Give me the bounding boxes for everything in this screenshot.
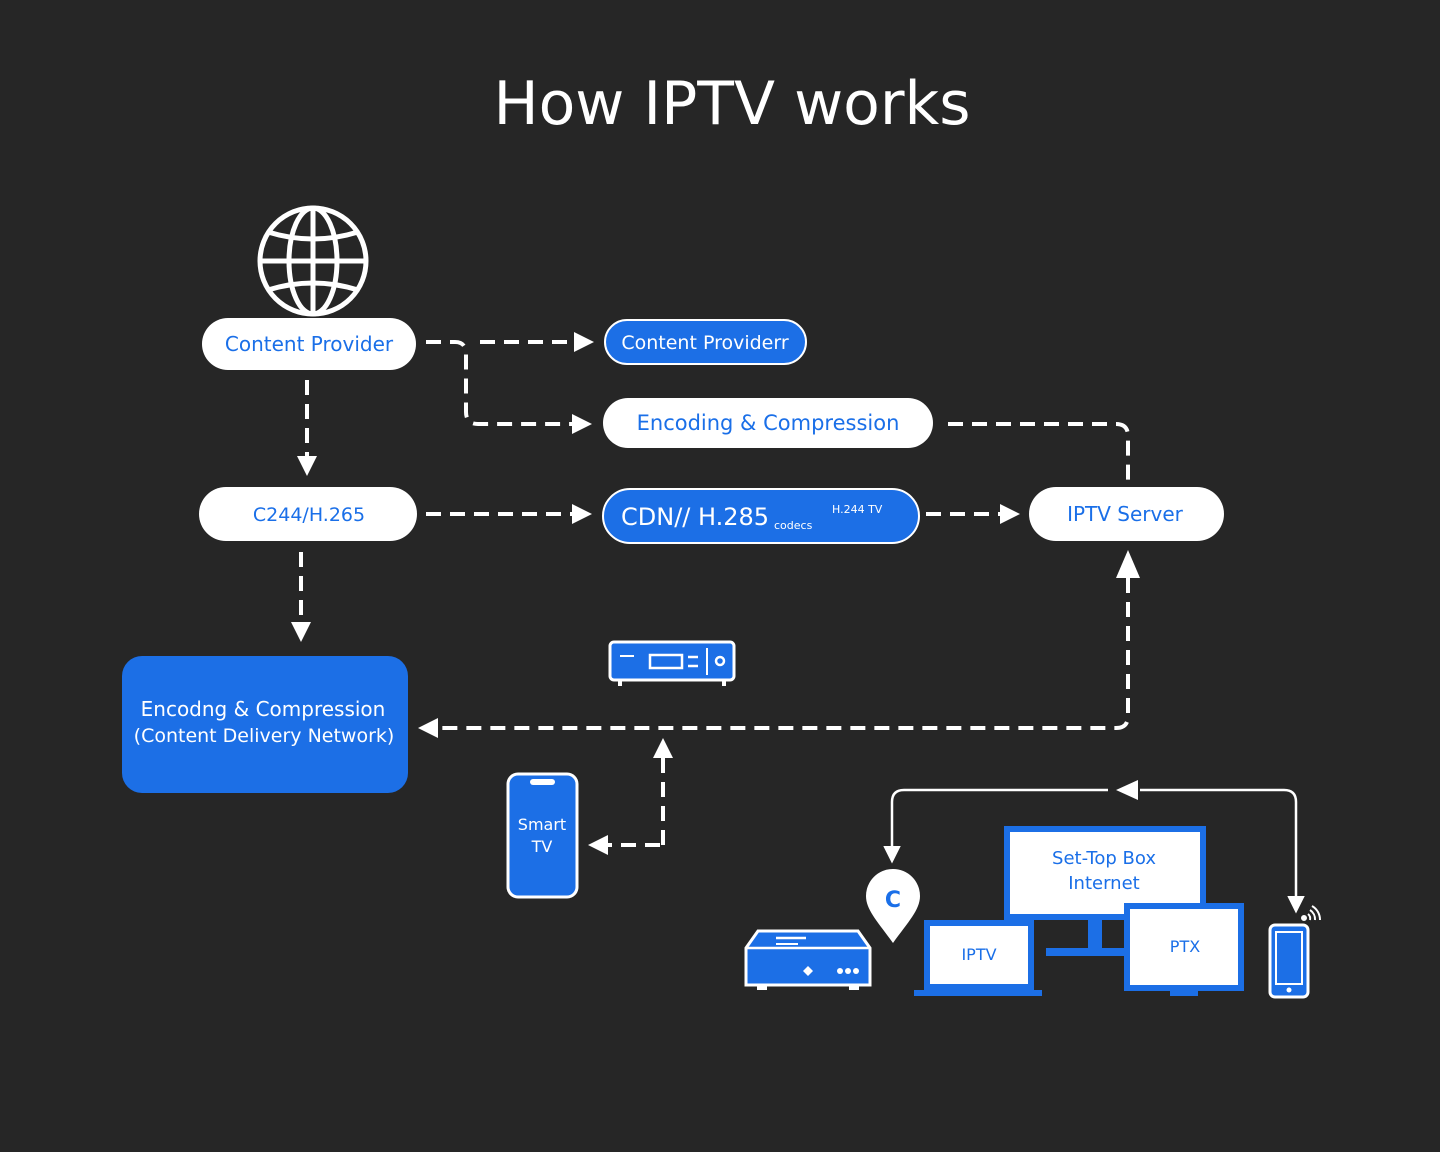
connector-cp-to-encoding bbox=[426, 340, 592, 434]
monitor-icon: Set-Top Box Internet bbox=[1004, 826, 1206, 956]
page-title: How IPTV works bbox=[493, 69, 970, 139]
svg-text:Set-Top Box: Set-Top Box bbox=[1052, 848, 1156, 869]
node-content-provider: Content Provider bbox=[202, 318, 416, 370]
svg-text:TV: TV bbox=[531, 837, 553, 856]
connector-devices-loop bbox=[883, 788, 1108, 864]
globe-icon bbox=[257, 205, 369, 317]
connector-devices-loop-right bbox=[1140, 788, 1305, 914]
svg-text:(Content Delivery Network): (Content Delivery Network) bbox=[134, 725, 395, 747]
node-cdn: CDN// H.285 codecs H.244 TV bbox=[602, 488, 920, 544]
svg-text:Encoding & Compression: Encoding & Compression bbox=[637, 411, 900, 435]
wifi-icon bbox=[1301, 905, 1322, 921]
set-top-box-icon bbox=[608, 640, 736, 686]
location-pin-icon: C bbox=[866, 869, 920, 943]
svg-text:codecs: codecs bbox=[774, 519, 813, 532]
node-encoding-top: Encoding & Compression bbox=[603, 398, 933, 448]
node-encoding-box: Encodng & Compression (Content Delivery … bbox=[122, 656, 408, 793]
receiver-icon bbox=[744, 929, 872, 990]
svg-text:Content Provider: Content Provider bbox=[225, 332, 394, 356]
svg-text:Smart: Smart bbox=[518, 815, 566, 834]
smartphone-icon: Smart TV bbox=[506, 772, 579, 899]
svg-text:C244/H.265: C244/H.265 bbox=[253, 504, 365, 526]
laptop-icon: IPTV bbox=[914, 920, 1042, 996]
svg-text:IPTV Server: IPTV Server bbox=[1067, 502, 1184, 526]
svg-text:H.244 TV: H.244 TV bbox=[832, 503, 883, 516]
node-iptv-server: IPTV Server bbox=[1029, 487, 1224, 541]
connector-encoding-to-server bbox=[948, 422, 1130, 486]
node-content-provider-right: Content Providerr bbox=[604, 319, 807, 365]
svg-text:Content Providerr: Content Providerr bbox=[621, 332, 788, 354]
svg-text:Encodng & Compression: Encodng & Compression bbox=[141, 697, 386, 721]
svg-text:PTX: PTX bbox=[1170, 937, 1200, 956]
svg-text:Internet: Internet bbox=[1068, 873, 1139, 894]
phone-icon bbox=[1268, 923, 1310, 999]
svg-text:CDN// H.285: CDN// H.285 bbox=[621, 503, 769, 531]
tv-icon: PTX bbox=[1124, 903, 1244, 996]
svg-text:C: C bbox=[885, 888, 901, 913]
node-codec: C244/H.265 bbox=[199, 487, 417, 541]
connector-server-to-encoding-box bbox=[418, 578, 1130, 738]
svg-text:IPTV: IPTV bbox=[961, 945, 996, 964]
connectors bbox=[291, 332, 1305, 914]
